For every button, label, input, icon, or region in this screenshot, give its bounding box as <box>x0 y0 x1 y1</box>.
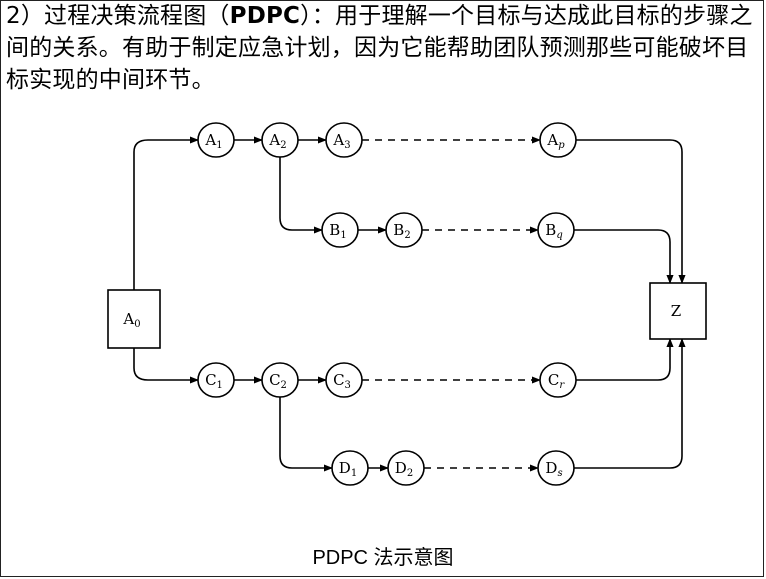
node-b1-shape <box>321 212 359 248</box>
node-ap: Ap <box>539 122 577 158</box>
node-a3: A3 <box>325 122 363 158</box>
node-z-shape <box>649 282 707 340</box>
edge-ds-z <box>574 338 686 469</box>
node-b2: B2 <box>385 212 423 248</box>
diagram-edges <box>133 136 686 472</box>
node-ap-label: Ap <box>546 131 565 151</box>
node-c3: C3 <box>325 362 363 398</box>
edge-ap-z <box>576 139 686 284</box>
node-a2-label: A2 <box>268 131 286 151</box>
node-bq-shape <box>537 212 575 248</box>
node-a3-label: A3 <box>332 131 350 151</box>
edge-a2-b1 <box>279 157 323 234</box>
intro-prefix: 2）过程决策流程图（ <box>6 3 230 29</box>
node-d2: D2 <box>387 450 425 486</box>
node-c3-shape <box>325 362 363 398</box>
node-c2-shape <box>261 362 299 398</box>
node-cr-shape <box>539 362 577 398</box>
node-d1-label: D1 <box>339 459 357 479</box>
edge-a0-a1 <box>133 136 199 290</box>
intro-term: PDPC <box>229 3 301 29</box>
node-ds-shape <box>537 450 575 486</box>
node-d2-label: D2 <box>395 459 413 479</box>
node-a3-shape <box>325 122 363 158</box>
intro-rest: ）：用于理解一个目标与达成此目标的步骤之间的关系。有助于制定应急计划，因为它能帮… <box>6 3 753 93</box>
node-a1-shape <box>197 122 235 158</box>
node-bq: Bq <box>537 212 575 248</box>
node-a1-label: A1 <box>204 131 222 151</box>
node-d1-shape <box>331 450 369 486</box>
node-z: Z <box>649 282 707 340</box>
node-b1: B1 <box>321 212 359 248</box>
node-c1-shape <box>197 362 235 398</box>
node-b1-label: B1 <box>329 221 346 241</box>
node-a1: A1 <box>197 122 235 158</box>
edge-a0-c1 <box>133 348 199 384</box>
edge-c2-d1 <box>279 397 333 472</box>
node-bq-label: Bq <box>545 221 562 241</box>
node-d2-shape <box>387 450 425 486</box>
node-ap-shape <box>539 122 577 158</box>
node-c2: C2 <box>261 362 299 398</box>
node-c1: C1 <box>197 362 235 398</box>
node-ds: Ds <box>537 450 575 486</box>
node-ds-label: Ds <box>545 459 562 479</box>
node-z-label: Z <box>671 302 681 320</box>
node-cr-label: Cr <box>548 371 565 391</box>
node-a0-shape <box>107 289 161 349</box>
diagram-caption: PDPC 法示意图 <box>312 547 454 569</box>
node-a2: A2 <box>261 122 299 158</box>
node-c3-label: C3 <box>333 371 351 391</box>
node-a0-label: A0 <box>122 310 140 330</box>
node-b2-shape <box>385 212 423 248</box>
node-b2-label: B2 <box>393 221 410 241</box>
node-d1: D1 <box>331 450 369 486</box>
edge-bq-z <box>574 229 674 284</box>
node-c2-label: C2 <box>269 371 287 391</box>
node-c1-label: C1 <box>205 371 223 391</box>
edge-cr-z <box>576 338 674 381</box>
node-a0: A0 <box>107 289 161 349</box>
intro-paragraph: 2）过程决策流程图（PDPC）：用于理解一个目标与达成此目标的步骤之间的关系。有… <box>6 0 758 96</box>
node-cr: Cr <box>539 362 577 398</box>
node-a2-shape <box>261 122 299 158</box>
